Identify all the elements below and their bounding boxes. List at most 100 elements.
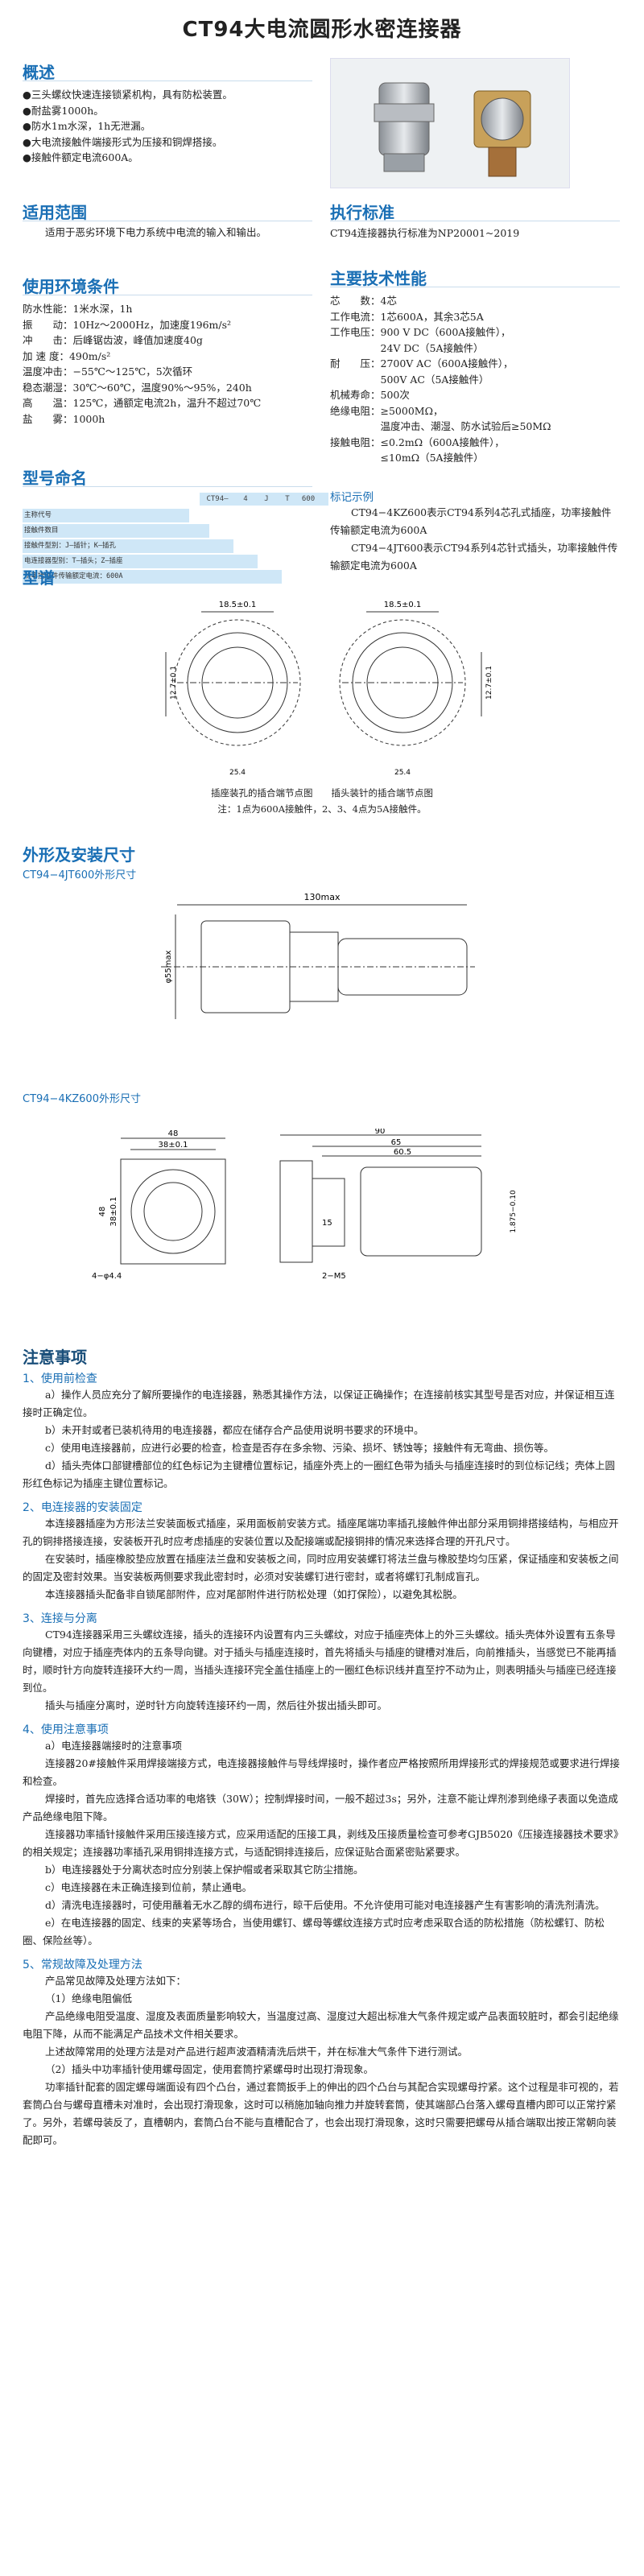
notes-paragraph: e）在电连接器的固定、线束的夹紧等场合，当使用螺钉、螺母等螺纹连接方式时应考虑采…	[23, 1917, 605, 1946]
dim-label: φ55max	[164, 950, 173, 983]
specs-heading: 主要技术性能	[330, 269, 427, 288]
model-row: 接触件数目	[23, 524, 209, 538]
dim-label: 60.5	[394, 1148, 411, 1157]
outline-sub1: CT94−4JT600外形尺寸	[23, 869, 137, 881]
notes-paragraph: 连接器20#接触件采用焊接端接方式，电连接器接触件与导线焊接时，操作者应严格按照…	[23, 1757, 620, 1787]
spec-item: 温度冲击、潮湿、防水试验后≥50MΩ	[330, 420, 551, 432]
scope-heading: 适用范围	[23, 203, 87, 222]
scope-text: 适用于恶劣环境下电力系统中电流的输入和输出。	[45, 226, 267, 238]
spec-item: 芯 数：4芯	[330, 295, 397, 307]
dim-label: 130max	[304, 892, 341, 902]
page-title: CT94大电流圆形水密连接器	[182, 18, 462, 42]
dim-label: 65	[391, 1138, 402, 1147]
notes-body: 1、使用前检查 a）操作人员应充分了解所要操作的电连接器，熟悉其操作方法，以保证…	[23, 1370, 621, 2149]
overview-item: ●耐盐雾1000h。	[23, 104, 104, 117]
env-item: 加 速 度：490m/s²	[23, 349, 111, 362]
socket-outline-drawing: 48 38±0.1 90 65 60.5 15 38±0.1 48 2−M5 4…	[92, 1129, 518, 1281]
dim-label: 38±0.1	[109, 1196, 118, 1226]
socket-flange-side	[279, 1160, 313, 1263]
notes-section-title: 2、电连接器的安装固定	[23, 1501, 142, 1514]
example-line: CT94−4JT600表示CT94系列4芯针式插头，功率接触件传输额定电流为60…	[330, 542, 618, 572]
pattern-caption: 插座装孔的插合端节点图 插头装针的插合端节点图	[211, 787, 433, 799]
spec-item: 耐 压：2700V AC（600A接触件），	[330, 357, 514, 369]
overview-heading: 概述	[23, 63, 55, 82]
env-item: 稳态潮湿：30℃～60℃，温度90%～95%，240h	[23, 381, 252, 394]
outline-heading: 外形及安装尺寸	[23, 845, 135, 865]
standard-heading: 执行标准	[330, 203, 394, 222]
plug-outline	[339, 619, 466, 746]
notes-section-title: 3、连接与分离	[23, 1612, 97, 1625]
spec-item: 机械寿命：500次	[330, 389, 410, 401]
notes-paragraph: c）电连接器在未正确连接到位前，禁止通电。	[45, 1881, 253, 1893]
notes-paragraph: 连接器功率插针接触件采用压接连接方式，应采用适配的压接工具，剥线及压接质量检查可…	[23, 1828, 619, 1858]
notes-paragraph: d）清洗电连接器时，可使用蘸着无水乙醇的绸布进行，晾干后使用。不允许使用可能对电…	[45, 1899, 605, 1911]
example-line: CT94−4KZ600表示CT94系列4芯孔式插座，功率接触件传输额定电流为60…	[330, 506, 612, 536]
spec-item: 工作电流：1芯600A，其余3芯5A	[330, 310, 484, 323]
socket-flange	[120, 1158, 226, 1265]
socket-body-circle	[130, 1169, 216, 1254]
env-heading: 使用环境条件	[23, 277, 119, 296]
connector-photo-illustration	[374, 82, 531, 177]
overview-item: ●大电流接触件端接形式为压接和铜焊搭接。	[23, 135, 223, 148]
overview-item: ●防水1m水深，1h无泄漏。	[23, 120, 151, 132]
notes-paragraph: b）电连接器处于分离状态时应分别装上保护帽或者采取其它防尘措施。	[45, 1864, 364, 1876]
model-row: 电连接器型别：T—插头；Z—插座	[23, 555, 258, 568]
product-photo	[330, 58, 570, 188]
dim-label: 1.875−0.10	[510, 1190, 518, 1233]
spec-item: ≤10mΩ（5A接触件）	[330, 452, 484, 464]
notes-paragraph: 焊接时，首先应选择合适功率的电烙铁（30W）；控制焊接时间，一般不超过3s；另外…	[23, 1793, 618, 1823]
notes-paragraph: 本连接器插头配备非自锁尾部附件，应对尾部附件进行防松处理（如打保险），以避免其松…	[45, 1588, 463, 1600]
dim-label: 90	[375, 1129, 386, 1136]
env-item: 防水性能：1米水深，1h	[23, 303, 133, 315]
notes-paragraph: CT94连接器采用三头螺纹连接，插头的连接环内设置有内三头螺纹，对应于插座壳体上…	[23, 1629, 617, 1694]
dim-label: 18.5±0.1	[219, 601, 257, 609]
overview-list: ●三头螺纹快速连接锁紧机构，具有防松装置。 ●耐盐雾1000h。 ●防水1m水深…	[23, 87, 233, 166]
notes-section-title: 5、常规故障及处理方法	[23, 1959, 142, 1971]
model-code-part: T	[285, 495, 290, 503]
notes-paragraph: 插头与插座分离时，逆时针方向旋转连接环约一周，然后往外拔出插头即可。	[45, 1699, 388, 1711]
overview-item: ●接触件额定电流600A。	[23, 151, 138, 163]
model-code-part: 4	[243, 495, 248, 503]
notes-paragraph: （2）插头中功率插针使用螺母固定，使用套筒拧紧螺母时出现打滑现象。	[45, 2063, 374, 2075]
notes-paragraph: 产品常见故障及处理方法如下：	[45, 1975, 187, 1987]
notes-paragraph: 功率插针配套的固定螺母端面设有四个凸台，通过套筒扳手上的伸出的四个凸台与其配合实…	[23, 2081, 619, 2146]
overview-divider	[23, 80, 312, 81]
socket-rear-body	[360, 1166, 482, 1257]
notes-paragraph: d）插头壳体口部键槽部位的红色标记为主键槽位置标记，插座外壳上的一圈红色带为插头…	[23, 1459, 616, 1489]
notes-section-title: 4、使用注意事项	[23, 1724, 109, 1736]
notes-paragraph: 本连接器插座为方形法兰安装面板式插座，采用面板前安装方式。插座尾端功率插孔接触件…	[23, 1517, 619, 1547]
notes-paragraph: （1）绝缘电阻偏低	[45, 1992, 132, 2004]
standard-text: CT94连接器执行标准为NP20001~2019	[330, 227, 520, 239]
env-item: 冲 击：后峰锯齿波，峰值加速度40g	[23, 334, 203, 346]
spec-item: 500V AC（5A接触件）	[330, 373, 489, 386]
notes-section-title: 1、使用前检查	[23, 1373, 97, 1385]
env-list: 防水性能：1米水深，1h 振 动：10Hz～2000Hz，加速度196m/s² …	[23, 301, 261, 427]
dim-label: 15	[322, 1219, 332, 1228]
notes-heading: 注意事项	[23, 1348, 87, 1367]
dim-label: 25.4	[394, 769, 411, 777]
plug-outline-drawing: 130max φ55max	[161, 892, 475, 1019]
overview-item: ●三头螺纹快速连接锁紧机构，具有防松装置。	[23, 89, 233, 101]
env-item: 温度冲击：−55℃～125℃，5次循环	[23, 365, 193, 378]
dim-label: 25.4	[229, 769, 246, 777]
outline-sub2: CT94−4KZ600外形尺寸	[23, 1093, 141, 1105]
model-row: 功率接触件传输额定电流：600A	[23, 570, 282, 584]
model-code-part: J	[264, 495, 269, 503]
env-item: 高 温：125℃，通额定电流2h，温升不超过70℃	[23, 397, 262, 409]
spec-item: 24V DC（5A接触件）	[330, 341, 484, 354]
dim-label: 48	[98, 1207, 107, 1217]
dim-label: 48	[168, 1129, 179, 1138]
socket-outline	[174, 619, 301, 746]
notes-paragraph: a）操作人员应充分了解所要操作的电连接器，熟悉其操作方法，以保证正确操作；在连接…	[23, 1389, 615, 1418]
socket-inner-circle	[143, 1182, 203, 1241]
dim-label: 18.5±0.1	[384, 601, 422, 609]
pattern-note: 注：1点为600A接触件，2、3、4点为5A接触件。	[217, 803, 427, 815]
env-item: 振 动：10Hz～2000Hz，加速度196m/s²	[23, 318, 232, 331]
spec-item: 工作电压：900 V DC（600A接触件），	[330, 326, 511, 338]
pattern-heading: 型谱	[23, 568, 55, 588]
notes-paragraph: 产品绝缘电阻受温度、湿度及表面质量影响较大，当温度过高、湿度过大超出标准大气条件…	[23, 2010, 619, 2040]
specs-list: 芯 数：4芯 工作电流：1芯600A，其余3芯5A 工作电压：900 V DC（…	[330, 293, 551, 466]
